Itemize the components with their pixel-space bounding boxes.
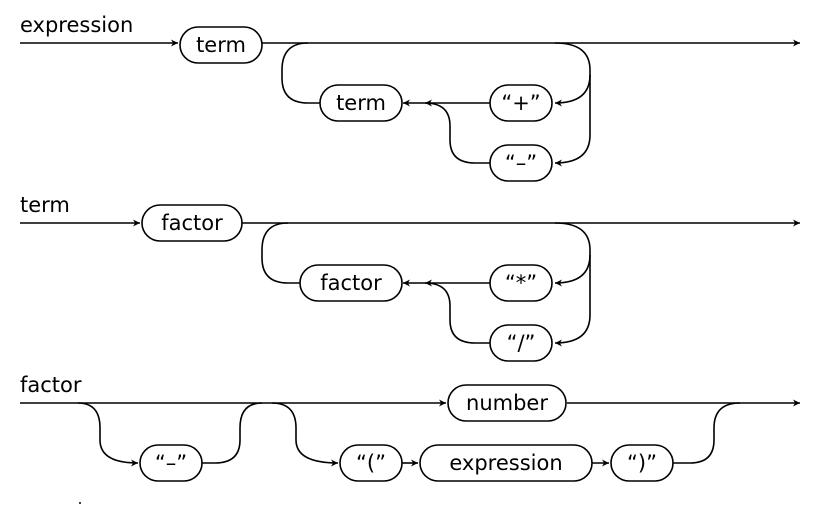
node-number-label: number (466, 391, 548, 415)
node-number (447, 384, 567, 422)
node-factor (141, 204, 243, 242)
node-term (179, 26, 263, 64)
node-term-loop-label: term (336, 91, 386, 115)
node-divide-label: “/” (507, 331, 536, 355)
node-rparen (610, 444, 674, 482)
node-lparen-label: “(” (356, 451, 386, 475)
node-factor-loop (299, 264, 403, 302)
loop-wire (554, 42, 591, 167)
minus-branch-out (202, 402, 263, 464)
node-minus-label: “–” (505, 151, 537, 175)
divide-to-factor (424, 279, 490, 344)
node-minus (489, 144, 553, 182)
minus-branch-in (77, 402, 139, 467)
node-expression-label: expression (449, 451, 562, 475)
node-divide (489, 324, 553, 362)
node-minus (139, 444, 203, 482)
rule-term: term factor factor “*” “/” (20, 193, 800, 362)
rule-name-expression: expression (20, 13, 133, 37)
node-times (489, 264, 553, 302)
node-minus-label: “–” (155, 451, 187, 475)
node-factor-loop-label: factor (320, 271, 382, 295)
rule-name-term: term (20, 193, 70, 217)
node-times-label: “*” (505, 271, 537, 295)
loop-wire-times (554, 254, 591, 287)
node-lparen (339, 444, 403, 482)
minus-to-term (424, 99, 490, 164)
node-expression (419, 444, 593, 482)
rule-factor: factor number “–” “(” expression “)” (20, 373, 800, 482)
loop-wire-plus (554, 74, 591, 107)
node-term-loop (319, 84, 403, 122)
node-plus (489, 84, 553, 122)
loop-return (261, 222, 300, 284)
paren-branch-out (672, 402, 741, 464)
node-plus-label: “+” (501, 91, 540, 115)
node-rparen-label: “)” (627, 451, 657, 475)
stray-dot (79, 502, 81, 504)
rule-name-factor: factor (20, 373, 82, 397)
node-term-label: term (196, 33, 246, 57)
node-factor-label: factor (161, 211, 223, 235)
loop-return (281, 42, 320, 104)
loop-wire (554, 222, 591, 347)
paren-branch-in (271, 402, 339, 467)
rule-expression: expression term term “+” “–” (20, 13, 800, 182)
